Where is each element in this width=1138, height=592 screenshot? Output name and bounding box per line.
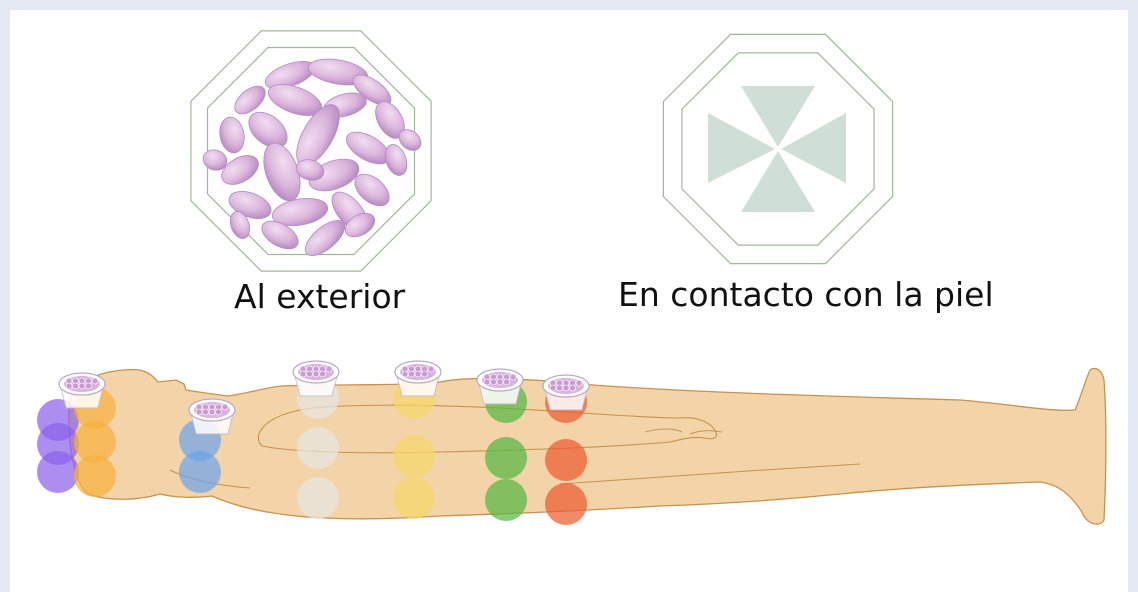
crystal-cup-icon bbox=[394, 360, 442, 397]
blue-chakra-sphere bbox=[179, 451, 221, 493]
crystal-shape bbox=[384, 144, 408, 176]
yellow-chakra-sphere bbox=[393, 435, 435, 477]
violet-chakra-sphere bbox=[37, 451, 79, 493]
crystal-cups bbox=[58, 360, 590, 435]
four-triangle-octagon-icon bbox=[662, 33, 894, 265]
crystal-cluster-octagon-icon bbox=[190, 30, 432, 272]
crystal-shape bbox=[354, 173, 390, 207]
crystal-shape bbox=[261, 220, 299, 250]
red-chakra-sphere bbox=[545, 439, 587, 481]
green-chakra-sphere bbox=[485, 437, 527, 479]
green-chakra-sphere bbox=[485, 479, 527, 521]
crystal-shape bbox=[202, 149, 228, 171]
cross-pattern bbox=[708, 86, 846, 212]
white-chakra-sphere bbox=[297, 477, 339, 519]
crystal-shape bbox=[248, 111, 288, 149]
orange-chakra-sphere bbox=[74, 421, 116, 463]
white-chakra-sphere bbox=[297, 427, 339, 469]
crystal-shape bbox=[234, 85, 266, 115]
crystal-shape bbox=[221, 155, 259, 185]
caption-outside: Al exterior bbox=[234, 277, 406, 316]
crystal-cup-icon bbox=[542, 374, 590, 411]
caption-skin-contact: En contacto con la piel bbox=[618, 275, 994, 314]
crystal-cup-icon bbox=[188, 398, 236, 435]
crystal-shape bbox=[304, 220, 346, 256]
crystal-cup-icon bbox=[476, 368, 524, 405]
crystal-shape bbox=[219, 116, 245, 154]
crystal-shape bbox=[295, 159, 325, 181]
yellow-chakra-sphere bbox=[393, 477, 435, 519]
crystal-shape bbox=[229, 211, 251, 239]
crystal-shape bbox=[271, 197, 329, 227]
orange-chakra-sphere bbox=[74, 455, 116, 497]
crystal-cup-icon bbox=[58, 372, 106, 409]
crystal-cup-icon bbox=[292, 360, 340, 397]
crystal-shape bbox=[344, 212, 376, 238]
crystal-shape bbox=[398, 129, 422, 151]
lying-person-figure bbox=[68, 367, 1107, 525]
red-chakra-sphere bbox=[545, 483, 587, 525]
